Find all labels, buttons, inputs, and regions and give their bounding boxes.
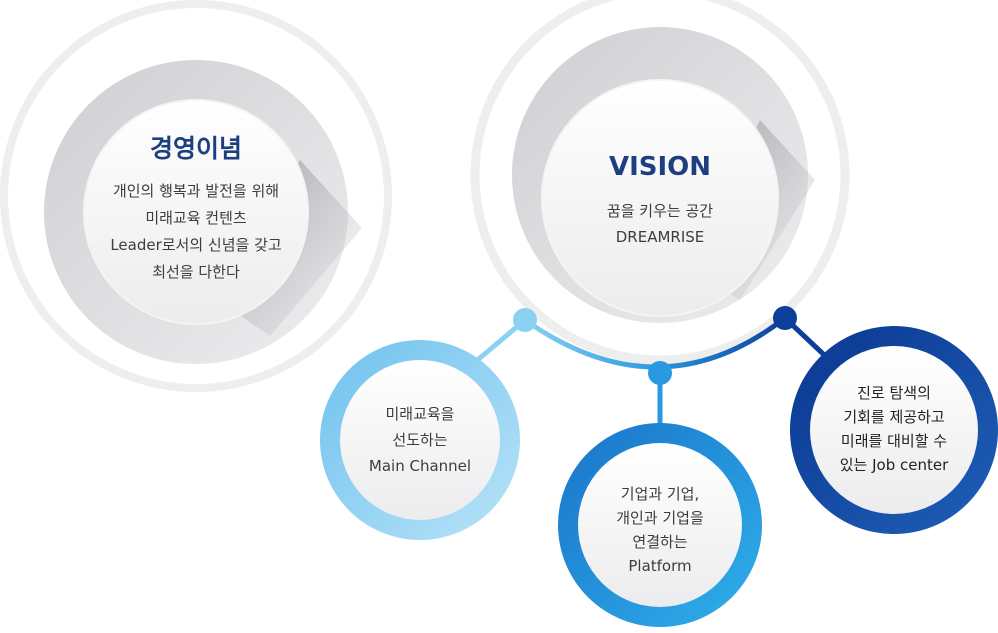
node-3-line-4: 있는 Job center xyxy=(839,456,949,474)
node-circle-job-center xyxy=(790,326,998,534)
vision-text: VISION 꿈을 키우는 공간 DREAMRISE xyxy=(560,152,760,250)
node-1-line-1: 미래교육을 xyxy=(385,405,455,423)
mission-line-1: 개인의 행복과 발전을 위해 xyxy=(112,182,280,200)
mission-line-2: 미래교육 컨텐츠 xyxy=(145,209,247,227)
node-job-center-text: 진로 탐색의 기회를 제공하고 미래를 대비할 수 있는 Job center xyxy=(819,381,969,477)
connector-network xyxy=(466,306,840,430)
node-main-channel-text: 미래교육을 선도하는 Main Channel xyxy=(345,401,495,479)
vision-circle xyxy=(470,0,850,365)
connector-dot-right xyxy=(773,306,797,330)
node-1-line-3: Main Channel xyxy=(368,457,472,475)
node-disc-light xyxy=(340,360,500,520)
node-2-line-3: 연결하는 xyxy=(632,533,688,551)
mission-title: 경영이념 xyxy=(149,134,242,163)
mission-inner-disc xyxy=(83,99,309,325)
node-2-line-2: 개인과 기업을 xyxy=(616,509,704,527)
vision-inner-disc xyxy=(541,79,779,317)
connector-dot-center xyxy=(648,361,672,385)
node-3-line-2: 기회를 제공하고 xyxy=(843,408,945,426)
node-platform-text: 기업과 기업, 개인과 기업을 연결하는 Platform xyxy=(585,482,735,578)
node-disc-deep xyxy=(810,346,978,514)
node-circle-platform xyxy=(558,423,762,627)
node-circle-main-channel xyxy=(320,340,520,540)
mission-circle xyxy=(0,0,392,392)
vision-line-2: DREAMRISE xyxy=(615,228,705,246)
mission-line-4: 최선을 다한다 xyxy=(152,263,240,281)
node-2-line-1: 기업과 기업, xyxy=(620,485,700,503)
node-1-line-2: 선도하는 xyxy=(392,431,448,449)
vision-title: VISION xyxy=(608,152,712,182)
node-3-line-3: 미래를 대비할 수 xyxy=(840,432,948,450)
mission-line-3: Leader로서의 신념을 갖고 xyxy=(110,236,282,254)
node-3-line-1: 진로 탐색의 xyxy=(857,384,931,402)
connector-dot-left xyxy=(513,308,537,332)
vision-line-1: 꿈을 키우는 공간 xyxy=(606,202,714,220)
node-disc-mid xyxy=(578,443,742,607)
mission-text: 경영이념 개인의 행복과 발전을 위해 미래교육 컨텐츠 Leader로서의 신… xyxy=(76,134,316,286)
node-2-line-4: Platform xyxy=(628,557,692,575)
